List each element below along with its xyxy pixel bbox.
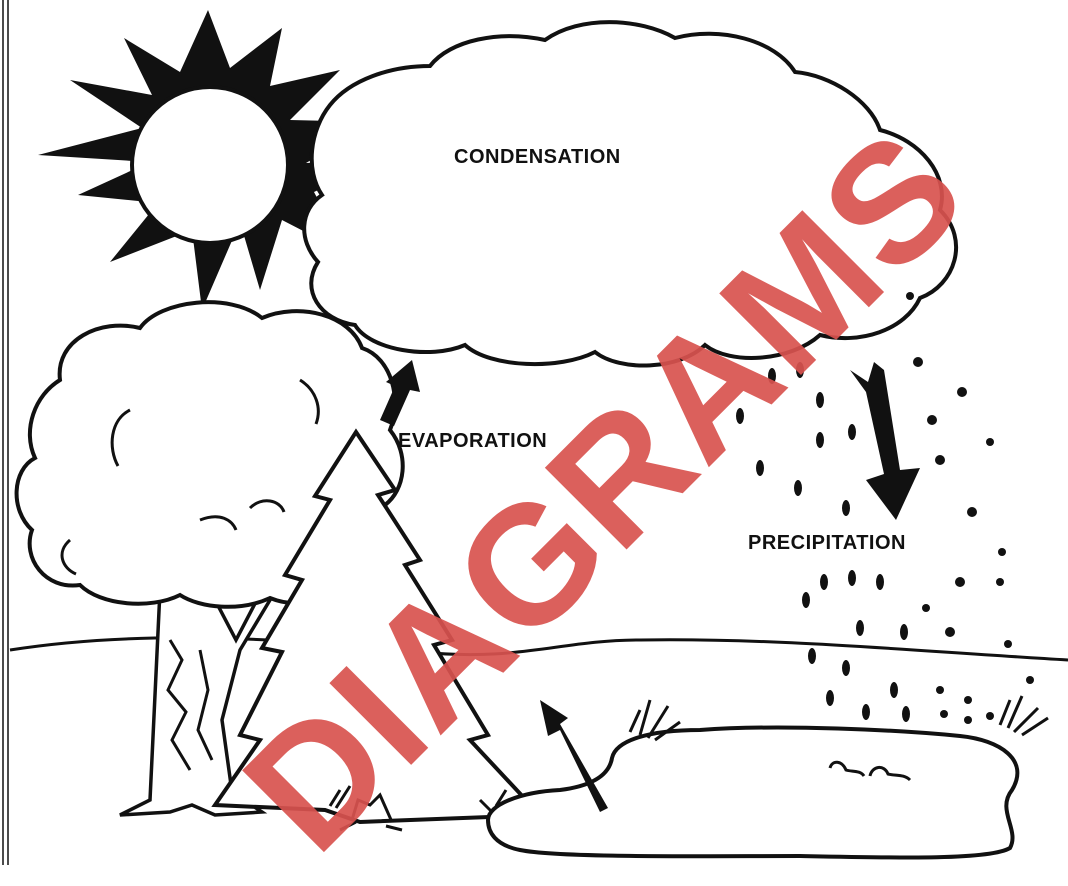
condensation-label: CONDENSATION [454,146,621,169]
precipitation-label: PRECIPITATION [748,532,906,555]
pond [488,728,1017,858]
precipitation-arrow [850,362,920,520]
pond-shape [488,728,1017,858]
sun-disc [132,87,288,243]
water-cycle-diagram: CONDENSATION EVAPORATION PRECIPITATION D… [0,0,1068,865]
snowflakes [906,292,1034,724]
